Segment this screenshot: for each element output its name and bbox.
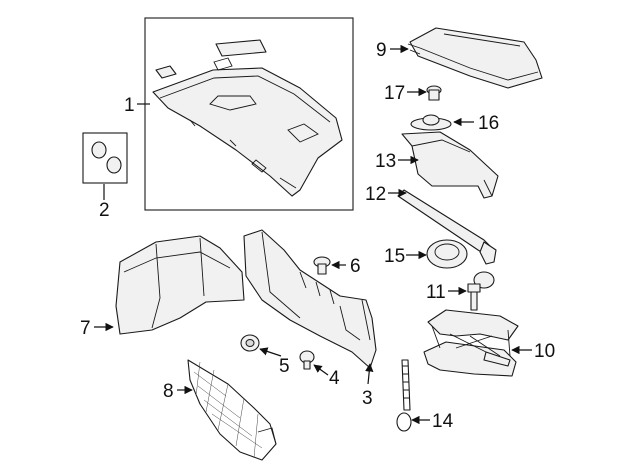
callout-label-16: 16 bbox=[478, 113, 499, 134]
callout-2: 2 bbox=[99, 184, 110, 221]
plug-17 bbox=[426, 85, 442, 101]
callout-14: 14 bbox=[411, 411, 454, 432]
callout-11: 11 bbox=[426, 282, 467, 303]
callout-label-17: 17 bbox=[384, 83, 405, 104]
callout-3: 3 bbox=[362, 363, 374, 409]
callout-4: 4 bbox=[313, 364, 340, 389]
bolt-11 bbox=[467, 271, 495, 311]
spare-tire-cover bbox=[407, 27, 543, 89]
callout-label-6: 6 bbox=[350, 256, 361, 277]
grommet-5 bbox=[240, 334, 260, 352]
callout-label-4: 4 bbox=[329, 368, 340, 389]
callout-1: 1 bbox=[124, 95, 150, 116]
package-tray-frame bbox=[144, 17, 354, 211]
tray-pad bbox=[215, 39, 267, 57]
clip-lower bbox=[106, 156, 122, 174]
callout-label-14: 14 bbox=[432, 411, 454, 432]
callout-label-7: 7 bbox=[80, 318, 91, 339]
callout-label-8: 8 bbox=[163, 381, 174, 402]
package-tray-assembly bbox=[144, 17, 354, 211]
scissor-jack-10 bbox=[423, 309, 519, 377]
callout-17: 17 bbox=[384, 83, 427, 104]
package-tray bbox=[152, 67, 343, 197]
callout-label-3: 3 bbox=[362, 388, 373, 409]
left-trunk-trim bbox=[115, 235, 245, 335]
push-pin-6 bbox=[313, 256, 331, 275]
right-trunk-trim bbox=[243, 229, 377, 369]
clips-group bbox=[82, 132, 128, 184]
plug-15 bbox=[426, 239, 468, 269]
jack-bracket-13 bbox=[401, 131, 499, 199]
callout-label-9: 9 bbox=[376, 40, 387, 61]
pin-4 bbox=[299, 350, 315, 370]
tray-clip bbox=[155, 65, 177, 79]
callout-label-2: 2 bbox=[99, 200, 110, 221]
callout-13: 13 bbox=[375, 151, 419, 172]
callout-15: 15 bbox=[384, 246, 427, 267]
callout-label-5: 5 bbox=[279, 356, 290, 377]
tow-hook-14 bbox=[396, 359, 412, 432]
hold-down-16 bbox=[410, 114, 452, 131]
clip-upper bbox=[91, 141, 107, 159]
callout-9: 9 bbox=[376, 40, 409, 61]
cargo-net bbox=[187, 359, 277, 461]
callout-5: 5 bbox=[259, 347, 290, 377]
callout-label-15: 15 bbox=[384, 246, 405, 267]
callout-8: 8 bbox=[163, 381, 193, 402]
callout-6: 6 bbox=[331, 256, 361, 277]
callout-label-11: 11 bbox=[426, 282, 446, 303]
callout-7: 7 bbox=[80, 318, 114, 339]
clips-frame bbox=[82, 132, 128, 184]
callout-12: 12 bbox=[365, 184, 407, 205]
callout-label-13: 13 bbox=[375, 151, 396, 172]
callout-16: 16 bbox=[453, 113, 499, 134]
callout-label-1: 1 bbox=[124, 95, 135, 116]
callout-10: 10 bbox=[511, 341, 555, 362]
callout-label-12: 12 bbox=[365, 184, 386, 205]
callout-label-10: 10 bbox=[534, 341, 555, 362]
